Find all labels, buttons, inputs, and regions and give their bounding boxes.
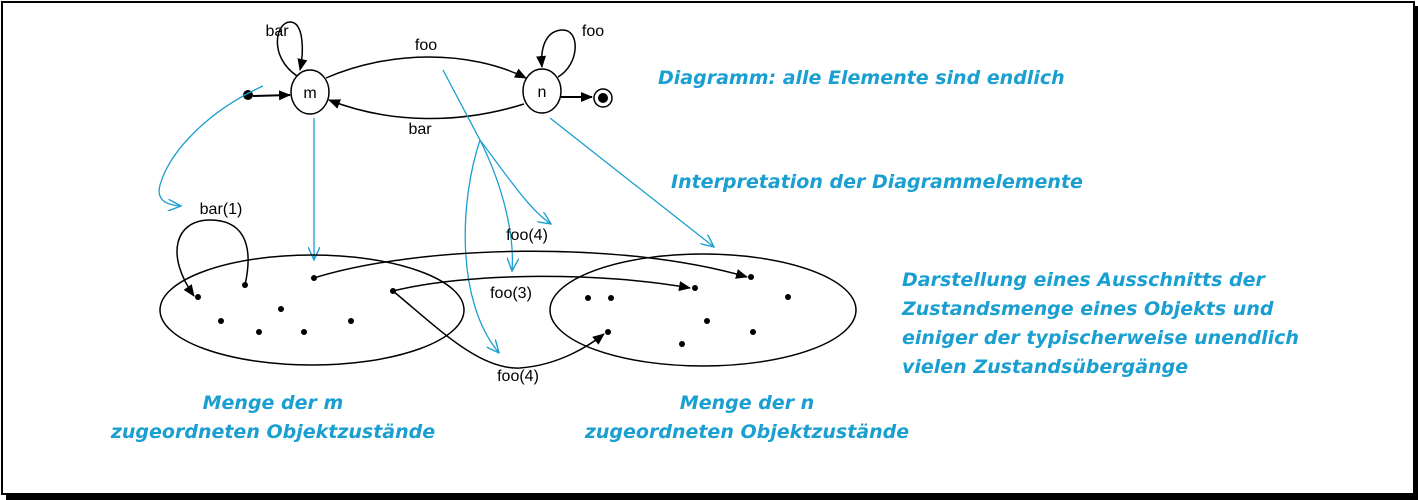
- state-m: [290, 69, 330, 115]
- foo-self-loop: [536, 29, 576, 78]
- bar1-loop: [176, 219, 249, 297]
- initial-interpretation-arrow: [158, 85, 264, 206]
- bar-n-to-m-label: bar: [408, 121, 432, 138]
- note-set-n-line-1: Menge der n: [679, 392, 815, 414]
- foo3-label: foo(3): [490, 285, 532, 302]
- bar-self-label: bar: [265, 23, 289, 40]
- note-set-m: Menge der m zugeordneten Objektzustände: [83, 389, 463, 447]
- note-representation-line-4: vielen Zustandsübergänge: [902, 356, 1189, 378]
- set-m-states: [195, 275, 396, 335]
- foo4-top-label: foo(4): [506, 227, 548, 244]
- n-interpretation-arrow: [549, 117, 714, 247]
- foo-interpretation-arrow-b: [479, 139, 512, 271]
- foo-m-to-n-label: foo: [415, 37, 437, 54]
- note-set-m-line-1: Menge der m: [202, 392, 344, 414]
- note-interpretation: Interpretation der Diagrammelemente: [671, 171, 1083, 193]
- frame-shadow-right: [1414, 6, 1418, 500]
- foo-interpretation-arrow-a: [479, 139, 551, 224]
- bar-n-to-m: [328, 99, 525, 120]
- foo-interpretation-line: [442, 69, 481, 141]
- set-n-ellipse: [549, 253, 857, 367]
- set-m-ellipse: [159, 254, 465, 366]
- foo-self-label: foo: [582, 23, 604, 40]
- frame-shadow-bottom: [6, 495, 1418, 500]
- foo4-top-transition: [313, 250, 748, 279]
- set-n-states: [585, 274, 791, 347]
- note-representation-line-2: Zustandsmenge eines Objekts und: [902, 298, 1274, 320]
- note-representation: Darstellung eines Ausschnitts der Zustan…: [902, 266, 1299, 382]
- bar-self-loop: [276, 21, 308, 77]
- foo3-transition: [392, 275, 691, 292]
- note-diagram: Diagramm: alle Elemente sind endlich: [658, 67, 1065, 89]
- foo4-bottom-label: foo(4): [497, 368, 539, 385]
- bar1-label: bar(1): [200, 201, 243, 218]
- note-set-n: Menge der n zugeordneten Objektzustände: [557, 389, 937, 447]
- note-representation-line-1: Darstellung eines Ausschnitts der: [902, 269, 1265, 291]
- state-n-label: n: [538, 84, 547, 101]
- final-state-dot: [598, 93, 608, 103]
- note-representation-line-3: einiger der typischerweise unendlich: [902, 327, 1299, 349]
- note-set-m-line-2: zugeordneten Objektzustände: [110, 421, 436, 443]
- initial-transition: [252, 90, 291, 101]
- foo4-bottom-transition: [392, 290, 605, 369]
- foo-interpretation-arrow-c: [464, 139, 499, 353]
- state-m-label: m: [303, 85, 316, 102]
- foo-m-to-n: [325, 56, 527, 79]
- state-n: [522, 68, 562, 114]
- note-set-n-line-2: zugeordneten Objektzustände: [584, 421, 910, 443]
